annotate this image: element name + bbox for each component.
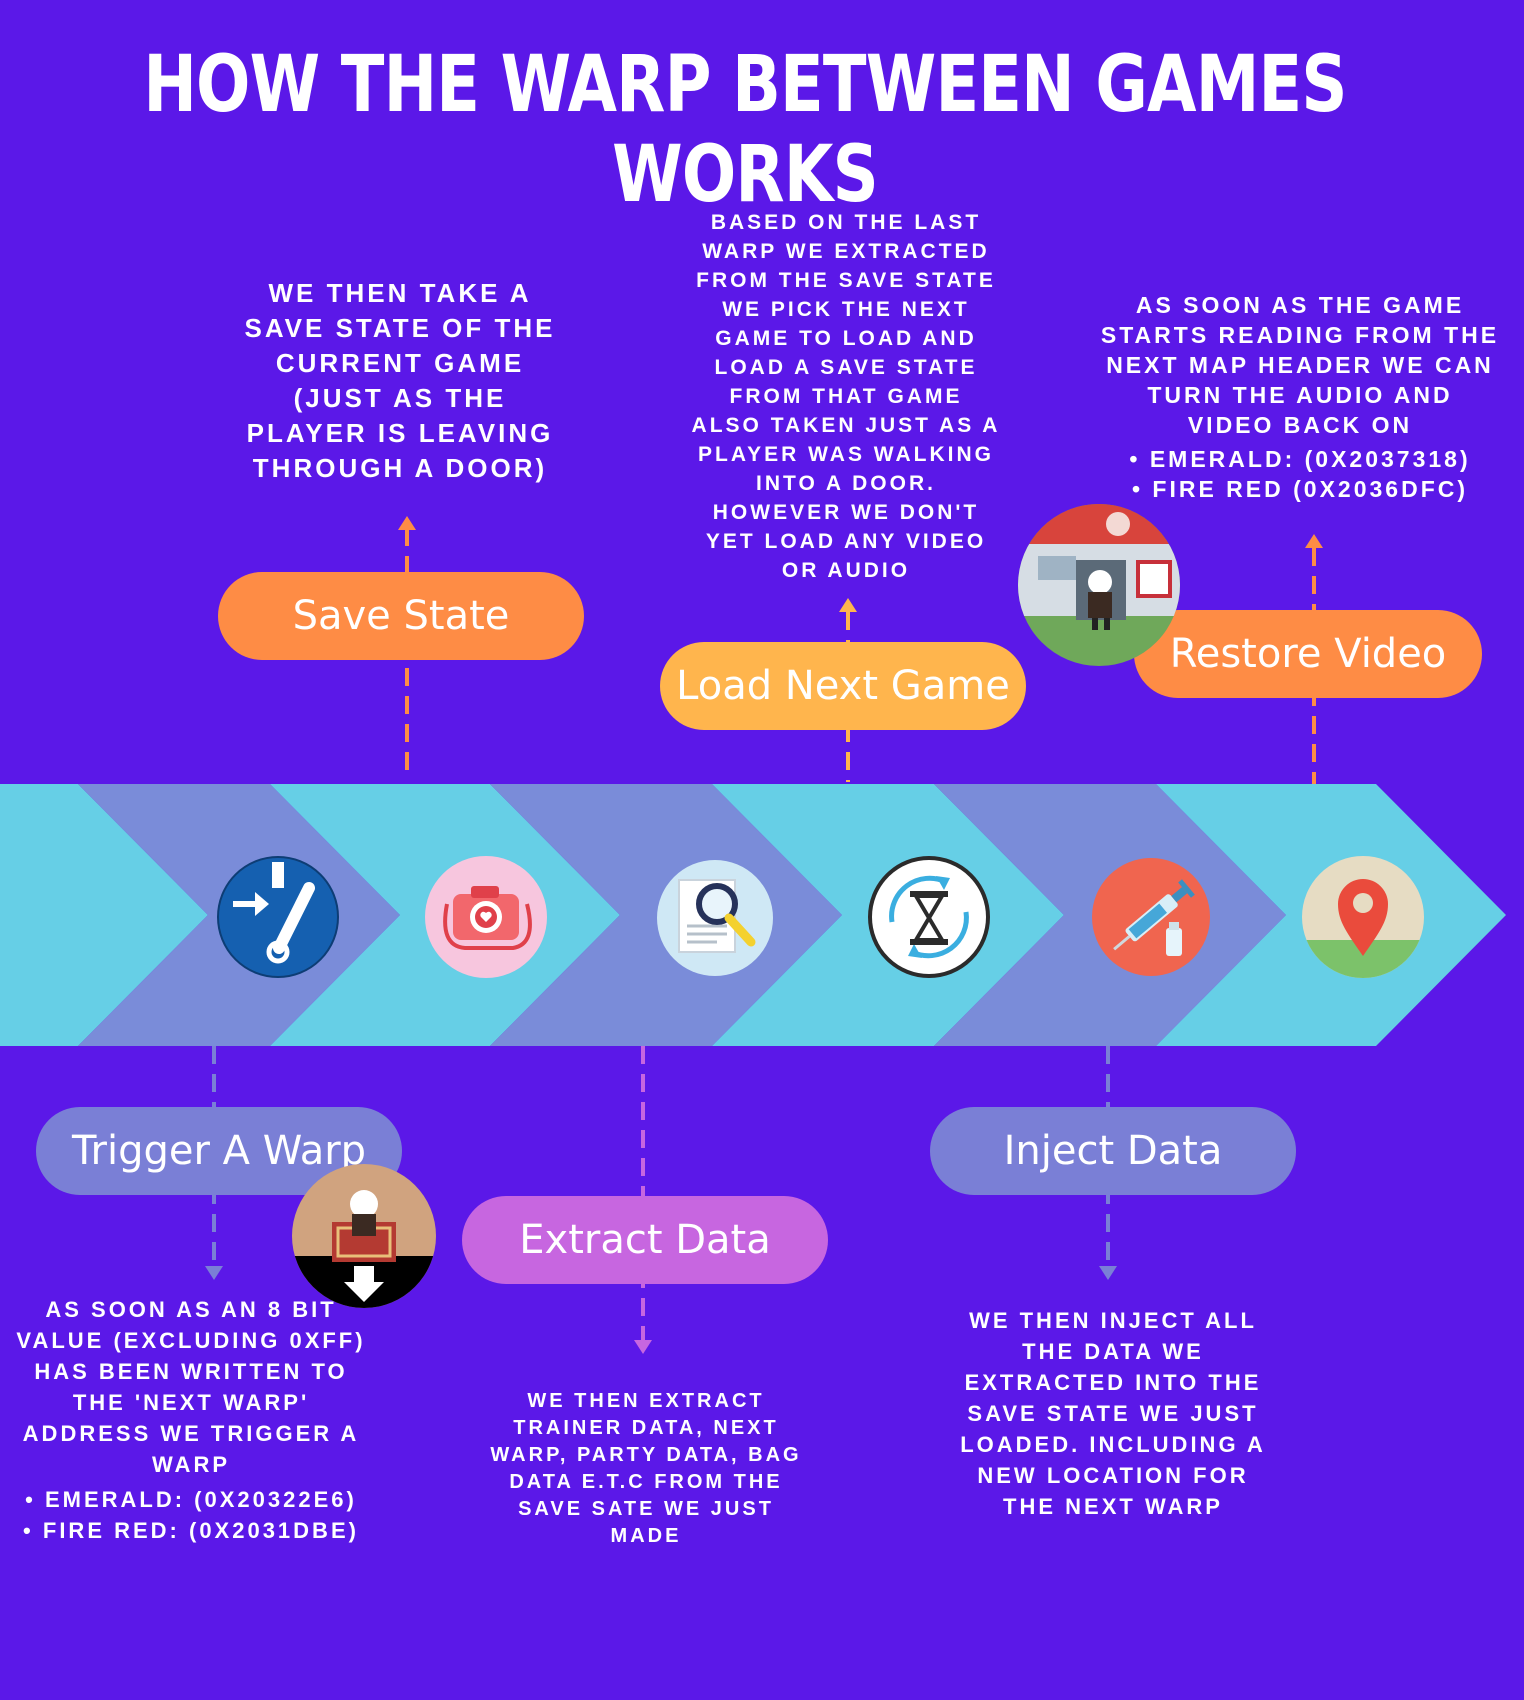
bullet-item: EMERALD: (0X2037318) [1090,444,1510,474]
desc-line: LOADED. INCLUDING A [960,1432,1266,1457]
extract-data-arrow [634,1340,652,1354]
chevron-1 [0,784,208,1046]
desc-line: THE 'NEXT WARP' [72,1390,310,1415]
desc-line: YET LOAD ANY VIDEO [705,530,987,553]
desc-line: GAME TO LOAD AND [715,327,977,350]
desc-line: ALSO TAKEN JUST AS A [691,414,1001,437]
desc-line: AS SOON AS THE GAME [1135,292,1465,318]
desc-line: TURN THE AUDIO AND [1147,382,1453,408]
extract-data-pill: Extract Data [462,1196,828,1284]
restore-video-description: AS SOON AS THE GAME STARTS READING FROM … [1090,290,1510,504]
bullet-item: EMERALD: (0X20322E6) [10,1484,372,1515]
page-title: HOW THE WARP BETWEEN GAMES WORKS [143,40,1347,220]
restore-video-pill: Restore Video [1134,610,1482,698]
desc-line: WARP [152,1452,230,1477]
desc-line: SAVE SATE WE JUST [518,1498,774,1520]
desc-line: FROM THE SAVE STATE [696,269,996,292]
load-next-game-pill: Load Next Game [660,642,1026,730]
desc-line: FROM THAT GAME [729,385,963,408]
trigger-warp-arrow [205,1266,223,1280]
bullet-item: FIRE RED (0X2036DFC) [1090,474,1510,504]
desc-line: SAVE STATE OF THE [244,313,556,343]
desc-line: WE THEN TAKE A [268,278,532,308]
desc-line: AS SOON AS AN 8 BIT [45,1297,337,1322]
inject-data-arrow [1099,1266,1117,1280]
desc-line: WE THEN EXTRACT [527,1390,765,1412]
desc-line: LOAD A SAVE STATE [714,356,978,379]
desc-line: VIDEO BACK ON [1187,412,1413,438]
desc-line: WARP, PARTY DATA, BAG [490,1444,802,1466]
desc-line: DATA E.T.C FROM THE [509,1471,783,1493]
desc-line: STARTS READING FROM THE [1100,322,1500,348]
camera-icon [425,856,547,978]
desc-line: NEXT MAP HEADER WE CAN [1106,352,1494,378]
inject-data-description: WE THEN INJECT ALL THE DATA WE EXTRACTED… [940,1305,1286,1522]
trigger-warp-bullets: EMERALD: (0X20322E6) FIRE RED: (0X2031DB… [10,1484,372,1546]
game-sprite-warp-avatar [292,1164,436,1308]
desc-line: SAVE STATE WE JUST [967,1401,1259,1426]
desc-line: HAS BEEN WRITTEN TO [34,1359,348,1384]
save-state-description: WE THEN TAKE A SAVE STATE OF THE CURRENT… [220,276,580,486]
desc-line: EXTRACTED INTO THE [964,1370,1262,1395]
desc-line: THROUGH A DOOR) [252,453,548,483]
inject-data-pill: Inject Data [930,1107,1296,1195]
desc-line: CURRENT GAME [275,348,525,378]
desc-line: OR AUDIO [781,559,911,582]
hourglass-icon [868,856,990,978]
save-state-arrow [398,516,416,530]
desc-line: BASED ON THE LAST [710,211,982,234]
desc-line: TRAINER DATA, NEXT [513,1417,779,1439]
desc-line: THE NEXT WARP [1003,1494,1223,1519]
game-sprite-door-avatar [1018,504,1180,666]
document-search-icon [657,860,779,982]
desc-line: WARP WE EXTRACTED [702,240,990,263]
desc-line: PLAYER WAS WALKING [698,443,994,466]
bullet-item: FIRE RED: (0X2031DBE) [10,1515,372,1546]
desc-line: INTO A DOOR. [756,472,936,495]
desc-line: HOWEVER WE DON'T [712,501,980,524]
desc-line: PLAYER IS LEAVING [246,418,554,448]
save-state-pill: Save State [218,572,584,660]
desc-line: ADDRESS WE TRIGGER A [22,1421,360,1446]
map-pin-icon [1302,856,1424,978]
syringe-icon [1092,858,1214,980]
load-next-game-arrow [839,598,857,612]
desc-line: VALUE (EXCLUDING 0XFF) [16,1328,366,1353]
extract-data-description: WE THEN EXTRACT TRAINER DATA, NEXT WARP,… [476,1388,816,1550]
desc-line: (JUST AS THE [293,383,507,413]
switch-icon [217,856,339,978]
restore-video-bullets: EMERALD: (0X2037318) FIRE RED (0X2036DFC… [1090,444,1510,504]
desc-line: THE DATA WE [1022,1339,1204,1364]
desc-line: NEW LOCATION FOR [977,1463,1249,1488]
desc-line: WE PICK THE NEXT [722,298,970,321]
load-next-game-description: BASED ON THE LAST WARP WE EXTRACTED FROM… [676,208,1016,585]
restore-video-arrow [1305,534,1323,548]
desc-line: MADE [610,1525,682,1547]
trigger-warp-description: AS SOON AS AN 8 BIT VALUE (EXCLUDING 0XF… [10,1294,372,1546]
desc-line: WE THEN INJECT ALL [969,1308,1257,1333]
